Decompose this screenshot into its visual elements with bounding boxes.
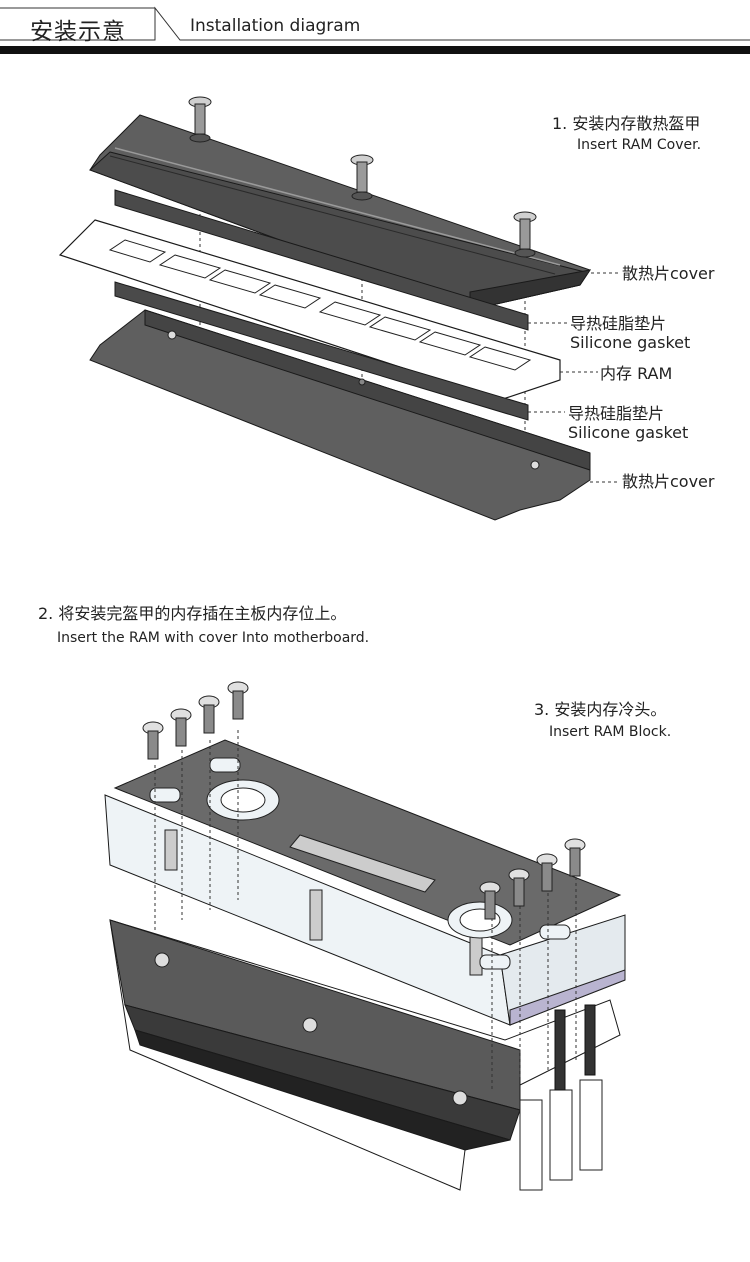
part-label-gasket-lower: 导热硅脂垫片 Silicone gasket bbox=[568, 404, 688, 442]
part-3-en: Silicone gasket bbox=[568, 423, 689, 442]
step-3-en: Insert RAM Block. bbox=[549, 724, 672, 740]
ram-with-covers bbox=[109, 919, 621, 1191]
part-label-cover-top: 散热片cover bbox=[622, 264, 714, 283]
upper-gasket bbox=[114, 189, 529, 331]
block-screws bbox=[142, 681, 586, 920]
part-3-zh: 导热硅脂垫片 bbox=[568, 404, 665, 423]
part-4-zh: 散热片cover bbox=[622, 472, 715, 491]
step-3-zh: 3. 安装内存冷头。 bbox=[534, 700, 667, 719]
step-1-en: Insert RAM Cover. bbox=[577, 137, 702, 153]
step-2-en: Insert the RAM with cover Into motherboa… bbox=[57, 630, 370, 646]
ram-block-diagram bbox=[104, 681, 626, 1191]
step-3-label: 3. 安装内存冷头。 Insert RAM Block. bbox=[534, 696, 671, 740]
step-1-zh: 1. 安装内存散热盔甲 bbox=[552, 114, 701, 133]
ram-stick bbox=[58, 219, 561, 401]
part-label-gasket-upper: 导热硅脂垫片 Silicone gasket bbox=[570, 314, 690, 352]
section-header: 安装示意 Installation diagram bbox=[0, 0, 750, 56]
step-2-zh: 2. 将安装完盔甲的内存插在主板内存位上。 bbox=[38, 604, 347, 623]
part-2-zh: 内存 RAM bbox=[600, 364, 673, 383]
bottom-heatsink-cover bbox=[89, 309, 591, 521]
step-2-label: 2. 将安装完盔甲的内存插在主板内存位上。 Insert the RAM wit… bbox=[38, 600, 369, 646]
header-title-en: Installation diagram bbox=[190, 16, 361, 36]
part-label-cover-bottom: 散热片cover bbox=[622, 472, 714, 491]
exploded-ram-cover-diagram bbox=[58, 96, 620, 521]
part-1-zh: 导热硅脂垫片 bbox=[570, 314, 667, 333]
acrylic-water-block bbox=[104, 794, 626, 1026]
lower-gasket bbox=[114, 281, 529, 421]
part-0-zh: 散热片cover bbox=[622, 264, 715, 283]
part-1-en: Silicone gasket bbox=[570, 333, 691, 352]
top-heatsink-cover bbox=[89, 114, 592, 311]
screws-top bbox=[188, 96, 537, 258]
header-frame bbox=[0, 6, 750, 54]
step-1-label: 1. 安装内存散热盔甲 Insert RAM Cover. bbox=[552, 110, 701, 153]
part-label-ram: 内存 RAM bbox=[600, 364, 672, 383]
header-title-zh: 安装示意 bbox=[30, 19, 126, 45]
